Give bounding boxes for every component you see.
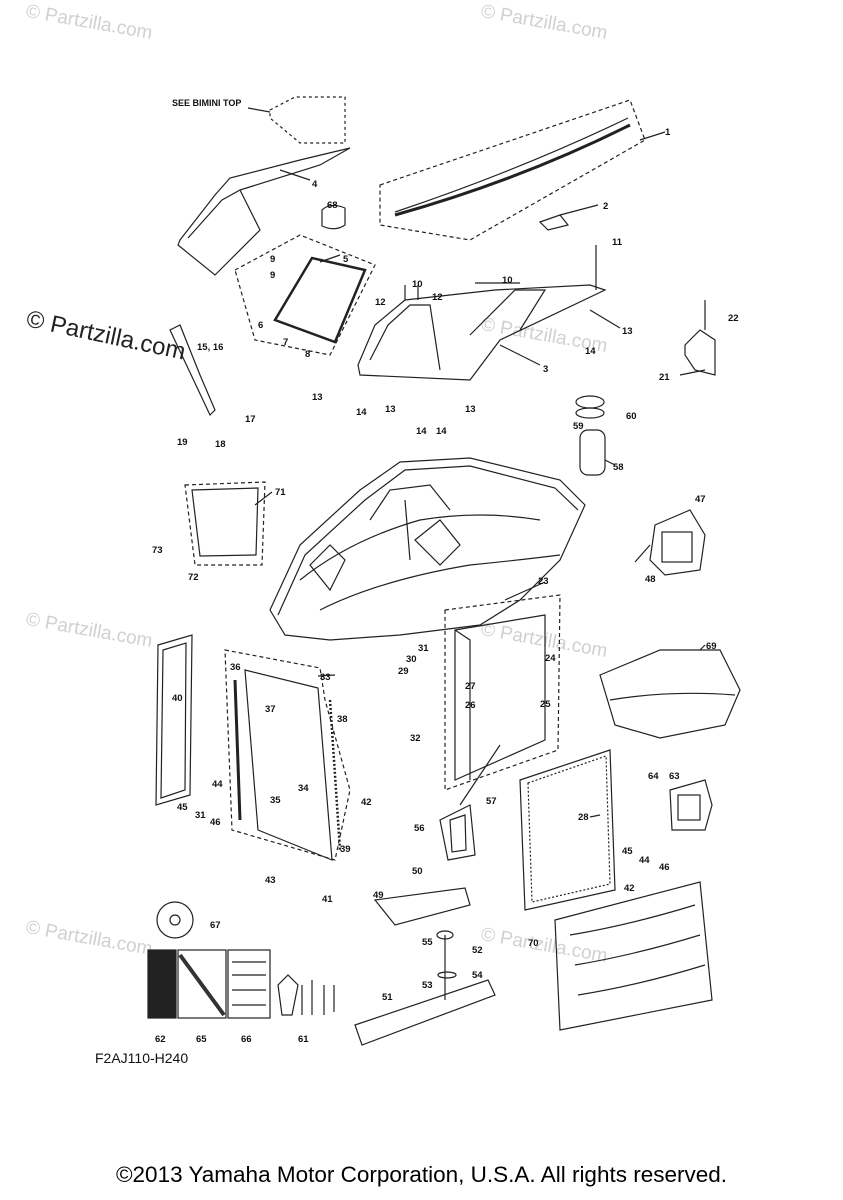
label-39: 39	[340, 844, 351, 855]
label-12: 12	[375, 297, 386, 308]
label-71: 71	[275, 487, 286, 498]
label-2: 2	[603, 201, 608, 212]
label-56: 56	[414, 823, 425, 834]
label-37: 37	[265, 704, 276, 715]
label-55: 55	[422, 937, 433, 948]
label-73: 73	[152, 545, 163, 556]
label-35: 35	[270, 795, 281, 806]
label-66: 66	[241, 1034, 252, 1045]
label-10b: 10	[502, 275, 513, 286]
label-14c: 14	[416, 426, 427, 437]
label-6: 6	[258, 320, 263, 331]
label-38: 38	[337, 714, 348, 725]
label-23: 23	[538, 576, 549, 587]
label-53: 53	[422, 980, 433, 991]
label-46b: 46	[659, 862, 670, 873]
label-69: 69	[706, 641, 717, 652]
label-24: 24	[545, 653, 556, 664]
label-68: 68	[327, 200, 338, 211]
label-52: 52	[472, 945, 483, 956]
label-8: 8	[305, 349, 310, 360]
label-13c: 13	[385, 404, 396, 415]
label-43: 43	[265, 875, 276, 886]
label-9b: 9	[270, 270, 275, 281]
label-64: 64	[648, 771, 659, 782]
label-58: 58	[613, 462, 624, 473]
label-26: 26	[465, 700, 476, 711]
label-67: 67	[210, 920, 221, 931]
label-30: 30	[406, 654, 417, 665]
label-45b: 45	[622, 846, 633, 857]
label-41: 41	[322, 894, 333, 905]
label-61: 61	[298, 1034, 309, 1045]
label-31: 31	[418, 643, 429, 654]
label-48: 48	[645, 574, 656, 585]
label-4: 4	[312, 179, 318, 190]
label-51: 51	[382, 992, 393, 1003]
label-45: 45	[177, 802, 188, 813]
see-bimini-note: SEE BIMINI TOP	[172, 98, 242, 108]
label-25: 25	[540, 699, 551, 710]
label-34: 34	[298, 783, 309, 794]
label-32: 32	[410, 733, 421, 744]
label-59: 59	[573, 421, 584, 432]
label-22: 22	[728, 313, 739, 324]
label-46: 46	[210, 817, 221, 828]
label-47: 47	[695, 494, 706, 505]
label-40: 40	[172, 693, 183, 704]
label-65: 65	[196, 1034, 207, 1045]
label-11: 11	[612, 237, 623, 248]
label-42: 42	[361, 797, 372, 808]
label-60: 60	[626, 411, 637, 422]
label-13b: 13	[312, 392, 323, 403]
label-36: 36	[230, 662, 241, 673]
label-29: 29	[398, 666, 409, 677]
label-44b: 44	[639, 855, 650, 866]
label-28: 28	[578, 812, 589, 823]
label-54: 54	[472, 970, 483, 981]
label-44: 44	[212, 779, 223, 790]
label-14: 14	[585, 346, 596, 357]
label-3: 3	[543, 364, 548, 375]
label-31b: 31	[195, 810, 206, 821]
label-19: 19	[177, 437, 188, 448]
label-5: 5	[343, 254, 349, 265]
label-21: 21	[659, 372, 670, 383]
copyright-notice: ©2013 Yamaha Motor Corporation, U.S.A. A…	[115, 1162, 728, 1187]
label-15-16: 15, 16	[197, 342, 223, 353]
label-10: 10	[412, 279, 423, 290]
diagram-code: F2AJ110-H240	[95, 1050, 189, 1066]
label-17: 17	[245, 414, 256, 425]
label-27: 27	[465, 681, 476, 692]
label-9: 9	[270, 254, 275, 265]
label-50: 50	[412, 866, 423, 877]
label-7: 7	[283, 337, 288, 348]
label-18: 18	[215, 439, 226, 450]
label-62: 62	[155, 1034, 166, 1045]
label-57: 57	[486, 796, 497, 807]
label-70: 70	[528, 938, 539, 949]
label-14b: 14	[356, 407, 367, 418]
label-63: 63	[669, 771, 680, 782]
label-42b: 42	[624, 883, 635, 894]
label-49: 49	[373, 890, 384, 901]
label-72: 72	[188, 572, 199, 583]
label-1: 1	[665, 127, 671, 138]
label-13: 13	[622, 326, 633, 337]
label-14d: 14	[436, 426, 447, 437]
label-33: 33	[320, 672, 331, 683]
label-12b: 12	[432, 292, 443, 303]
label-13d: 13	[465, 404, 476, 415]
